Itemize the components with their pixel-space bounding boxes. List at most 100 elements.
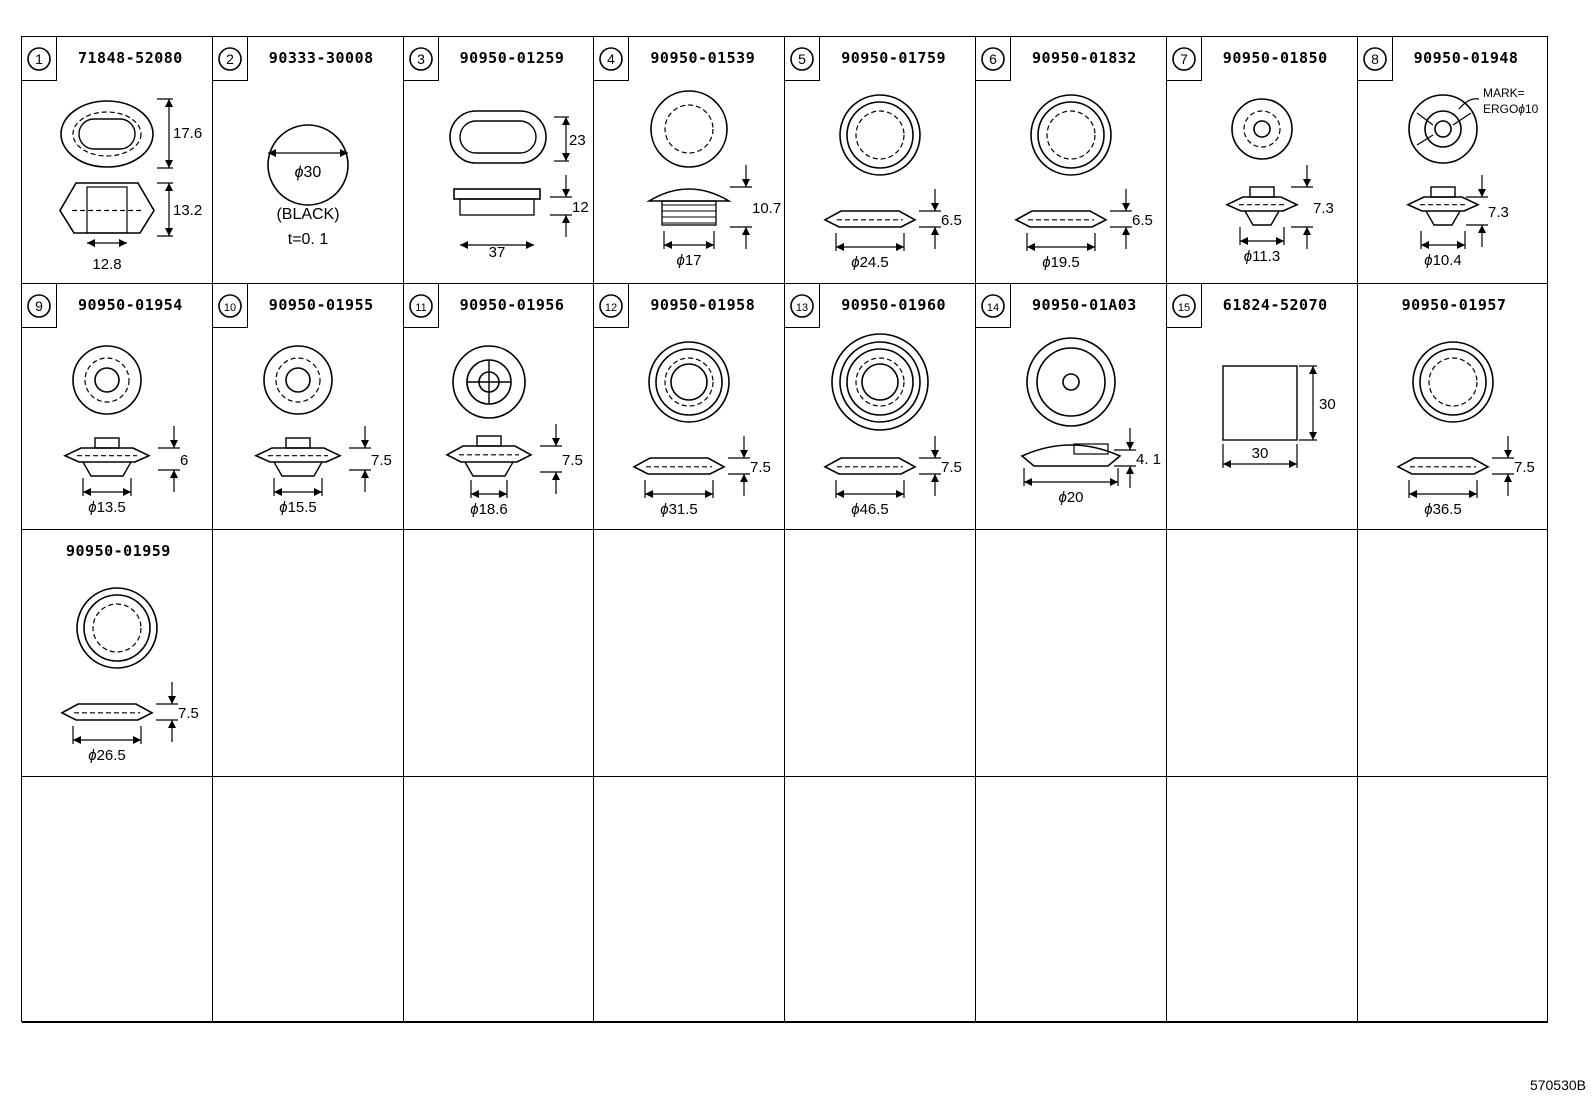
arrow-head xyxy=(459,240,468,249)
diameter-symbol: ϕ xyxy=(1424,252,1432,269)
item-number-circle xyxy=(27,293,51,318)
item-number-circle xyxy=(1171,47,1196,71)
grommet-hole xyxy=(670,362,709,401)
plug-ring xyxy=(1036,346,1106,417)
arrow-head xyxy=(1302,226,1311,235)
grommet-leg xyxy=(1244,210,1280,226)
arrow-head xyxy=(1086,242,1095,251)
arrow-head xyxy=(1125,441,1134,450)
grommet-side-view xyxy=(63,446,151,463)
dimension-height: 12 xyxy=(572,199,589,216)
arrow-head xyxy=(706,240,715,249)
dimension-diameter: ϕ17 xyxy=(677,252,702,269)
dimension-height: 7.3 xyxy=(1313,200,1334,217)
grommet-leg xyxy=(82,461,132,477)
empty-cell xyxy=(976,776,1167,1023)
grommet-cap xyxy=(475,434,502,447)
dimension-diameter: ϕ10.4 xyxy=(1424,252,1462,269)
arrow-head xyxy=(360,439,369,448)
dimension-height: 7.5 xyxy=(562,451,583,468)
leader-line xyxy=(1416,112,1433,126)
dimension-diameter: ϕ26.5 xyxy=(88,747,126,764)
grommet-leg xyxy=(463,461,514,477)
thickness-note: t=0. 1 xyxy=(288,231,329,248)
item-number-box xyxy=(403,283,439,328)
arrow-head xyxy=(645,489,654,498)
item-number-box xyxy=(1357,37,1393,81)
dimension-height: 7.5 xyxy=(371,451,392,468)
diameter-value: 18.6 xyxy=(478,500,507,517)
item-number-circle xyxy=(217,47,242,71)
item-number-box xyxy=(976,37,1011,81)
empty-cell xyxy=(212,530,404,777)
arrow-head xyxy=(740,473,749,482)
arrow-head xyxy=(313,487,322,496)
arrow-head xyxy=(1503,449,1512,458)
diameter-value: 17 xyxy=(685,252,702,269)
arrow-head xyxy=(1109,477,1118,486)
arrow-head xyxy=(1302,178,1311,187)
empty-cell xyxy=(1166,776,1358,1023)
empty-cell xyxy=(594,776,786,1023)
arrow-head xyxy=(705,489,714,498)
sticker-outline xyxy=(266,124,349,206)
grommet-side-view xyxy=(59,182,155,234)
grommet-top-view xyxy=(72,344,142,415)
grommet-body xyxy=(458,198,535,216)
grommet-hole xyxy=(94,366,120,393)
hidden-line xyxy=(664,356,714,407)
arrow-head xyxy=(164,99,173,108)
arrow-head xyxy=(836,242,845,251)
plug-tab xyxy=(1073,442,1109,455)
grommet-hole xyxy=(284,366,311,393)
mark-note: MARK= xyxy=(1483,86,1525,100)
hidden-line xyxy=(855,110,905,160)
arrow-head xyxy=(1308,431,1317,440)
item-number-box xyxy=(785,37,821,81)
dimension-diameter: ϕ36.5 xyxy=(1424,500,1462,517)
arrow-head xyxy=(132,735,141,744)
item-number-circle xyxy=(790,47,814,71)
dimension-diameter: ϕ24.5 xyxy=(851,254,889,271)
diameter-value: 13.5 xyxy=(97,498,126,515)
item-number: 4 xyxy=(607,51,615,67)
empty-cell xyxy=(1357,776,1549,1023)
dimension-diameter: ϕ18.6 xyxy=(470,500,508,517)
arrow-head xyxy=(1121,202,1130,211)
oval-hole xyxy=(458,120,537,154)
dimension-diameter: ϕ46.5 xyxy=(851,500,889,517)
grommet-cap xyxy=(94,436,120,449)
grommet-side-view xyxy=(1395,456,1490,475)
item-number-box xyxy=(22,37,57,81)
grommet-top-view xyxy=(262,344,333,415)
diameter-value: 20 xyxy=(1067,488,1084,505)
dimension-width: 30 xyxy=(1251,444,1268,461)
item-number-box xyxy=(22,283,57,328)
arrow-head xyxy=(1477,188,1486,197)
hidden-line xyxy=(72,111,142,157)
item-number-circle xyxy=(599,47,624,71)
mark-leader xyxy=(1458,98,1479,110)
diameter-symbol: ϕ xyxy=(851,254,859,271)
item-number-circle xyxy=(981,293,1005,318)
dimension-width: 12.8 xyxy=(92,256,121,273)
grommet-top-view xyxy=(76,587,158,669)
item-number: 7 xyxy=(1180,51,1188,67)
item-number: 5 xyxy=(798,51,806,67)
item-number: 9 xyxy=(35,298,43,314)
part-number: 90950-01960 xyxy=(841,295,947,314)
grommet-top-view xyxy=(1030,94,1112,176)
